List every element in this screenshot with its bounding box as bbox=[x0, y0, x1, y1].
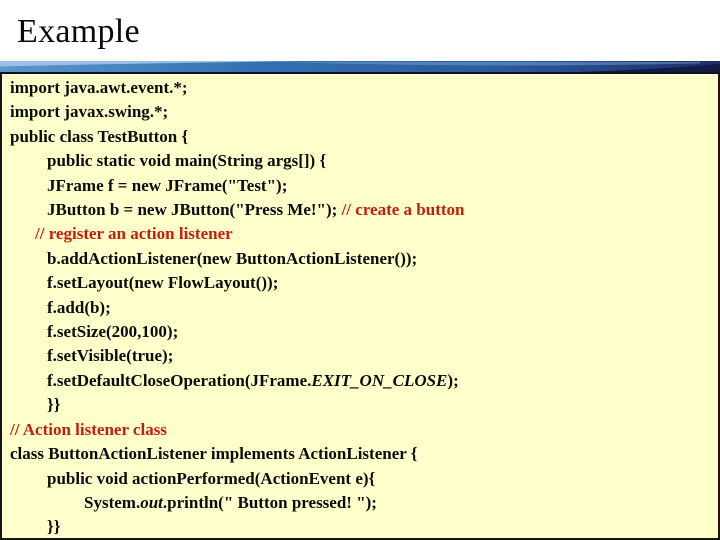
code-line: f.setSize(200,100); bbox=[2, 320, 718, 344]
code-line: // Action listener class bbox=[2, 418, 718, 442]
code-text: public void actionPerformed(ActionEvent … bbox=[47, 468, 376, 488]
code-line: import javax.swing.*; bbox=[2, 100, 718, 124]
swoosh-graphic bbox=[0, 61, 720, 73]
code-text: JButton b = new JButton("Press Me!"); bbox=[47, 200, 342, 220]
slide-title: Example bbox=[17, 13, 140, 50]
code-text: f.setLayout(new FlowLayout()); bbox=[47, 273, 279, 293]
code-text: JFrame f = new JFrame("Test"); bbox=[47, 175, 288, 195]
code-text: public class TestButton { bbox=[10, 126, 189, 146]
code-panel: import java.awt.event.*; import javax.swi… bbox=[0, 73, 720, 540]
code-line: // register an action listener bbox=[2, 222, 718, 246]
code-text: f.setSize(200,100); bbox=[47, 322, 179, 342]
divider-band-graphic bbox=[0, 61, 720, 73]
code-text: EXIT_ON_CLOSE bbox=[311, 370, 448, 390]
code-text: import java.awt.event.*; bbox=[10, 78, 188, 97]
code-text: out bbox=[140, 492, 163, 512]
code-text: f.add(b); bbox=[47, 297, 111, 317]
code-text: f.setDefaultCloseOperation(JFrame. bbox=[47, 370, 312, 390]
code-line: public static void main(String args[]) { bbox=[2, 149, 718, 173]
code-line: f.setVisible(true); bbox=[2, 344, 718, 368]
code-line: }} bbox=[2, 393, 718, 417]
code-line: f.setLayout(new FlowLayout()); bbox=[2, 271, 718, 295]
code-line: }} bbox=[2, 515, 718, 538]
code-line: public void actionPerformed(ActionEvent … bbox=[2, 467, 718, 491]
code-line: import java.awt.event.*; bbox=[2, 76, 718, 100]
code-line: JFrame f = new JFrame("Test"); bbox=[2, 174, 718, 198]
code-text: ); bbox=[447, 370, 459, 390]
code-text: class ButtonActionListener implements Ac… bbox=[10, 444, 418, 464]
code-line: JButton b = new JButton("Press Me!"); //… bbox=[2, 198, 718, 222]
code-line: System.out.println(" Button pressed! "); bbox=[2, 491, 718, 515]
code-comment: // Action listener class bbox=[10, 419, 167, 439]
code-text: import javax.swing.*; bbox=[10, 102, 169, 122]
code-text: .println(" Button pressed! "); bbox=[162, 492, 377, 512]
code-line: f.add(b); bbox=[2, 296, 718, 320]
code-line: public class TestButton { bbox=[2, 125, 718, 149]
code-line: b.addActionListener(new ButtonActionList… bbox=[2, 247, 718, 271]
code-line: f.setDefaultCloseOperation(JFrame.EXIT_O… bbox=[2, 369, 718, 393]
code-text: }} bbox=[47, 395, 61, 415]
code-line: class ButtonActionListener implements Ac… bbox=[2, 442, 718, 466]
code-text: System. bbox=[84, 492, 141, 512]
code-text: public static void main(String args[]) { bbox=[47, 151, 327, 171]
code-text: }} bbox=[47, 517, 61, 537]
code-text: f.setVisible(true); bbox=[47, 346, 174, 366]
code-comment: // create a button bbox=[341, 200, 465, 220]
code-comment: // register an action listener bbox=[35, 224, 233, 244]
code-text: b.addActionListener(new ButtonActionList… bbox=[47, 248, 418, 268]
